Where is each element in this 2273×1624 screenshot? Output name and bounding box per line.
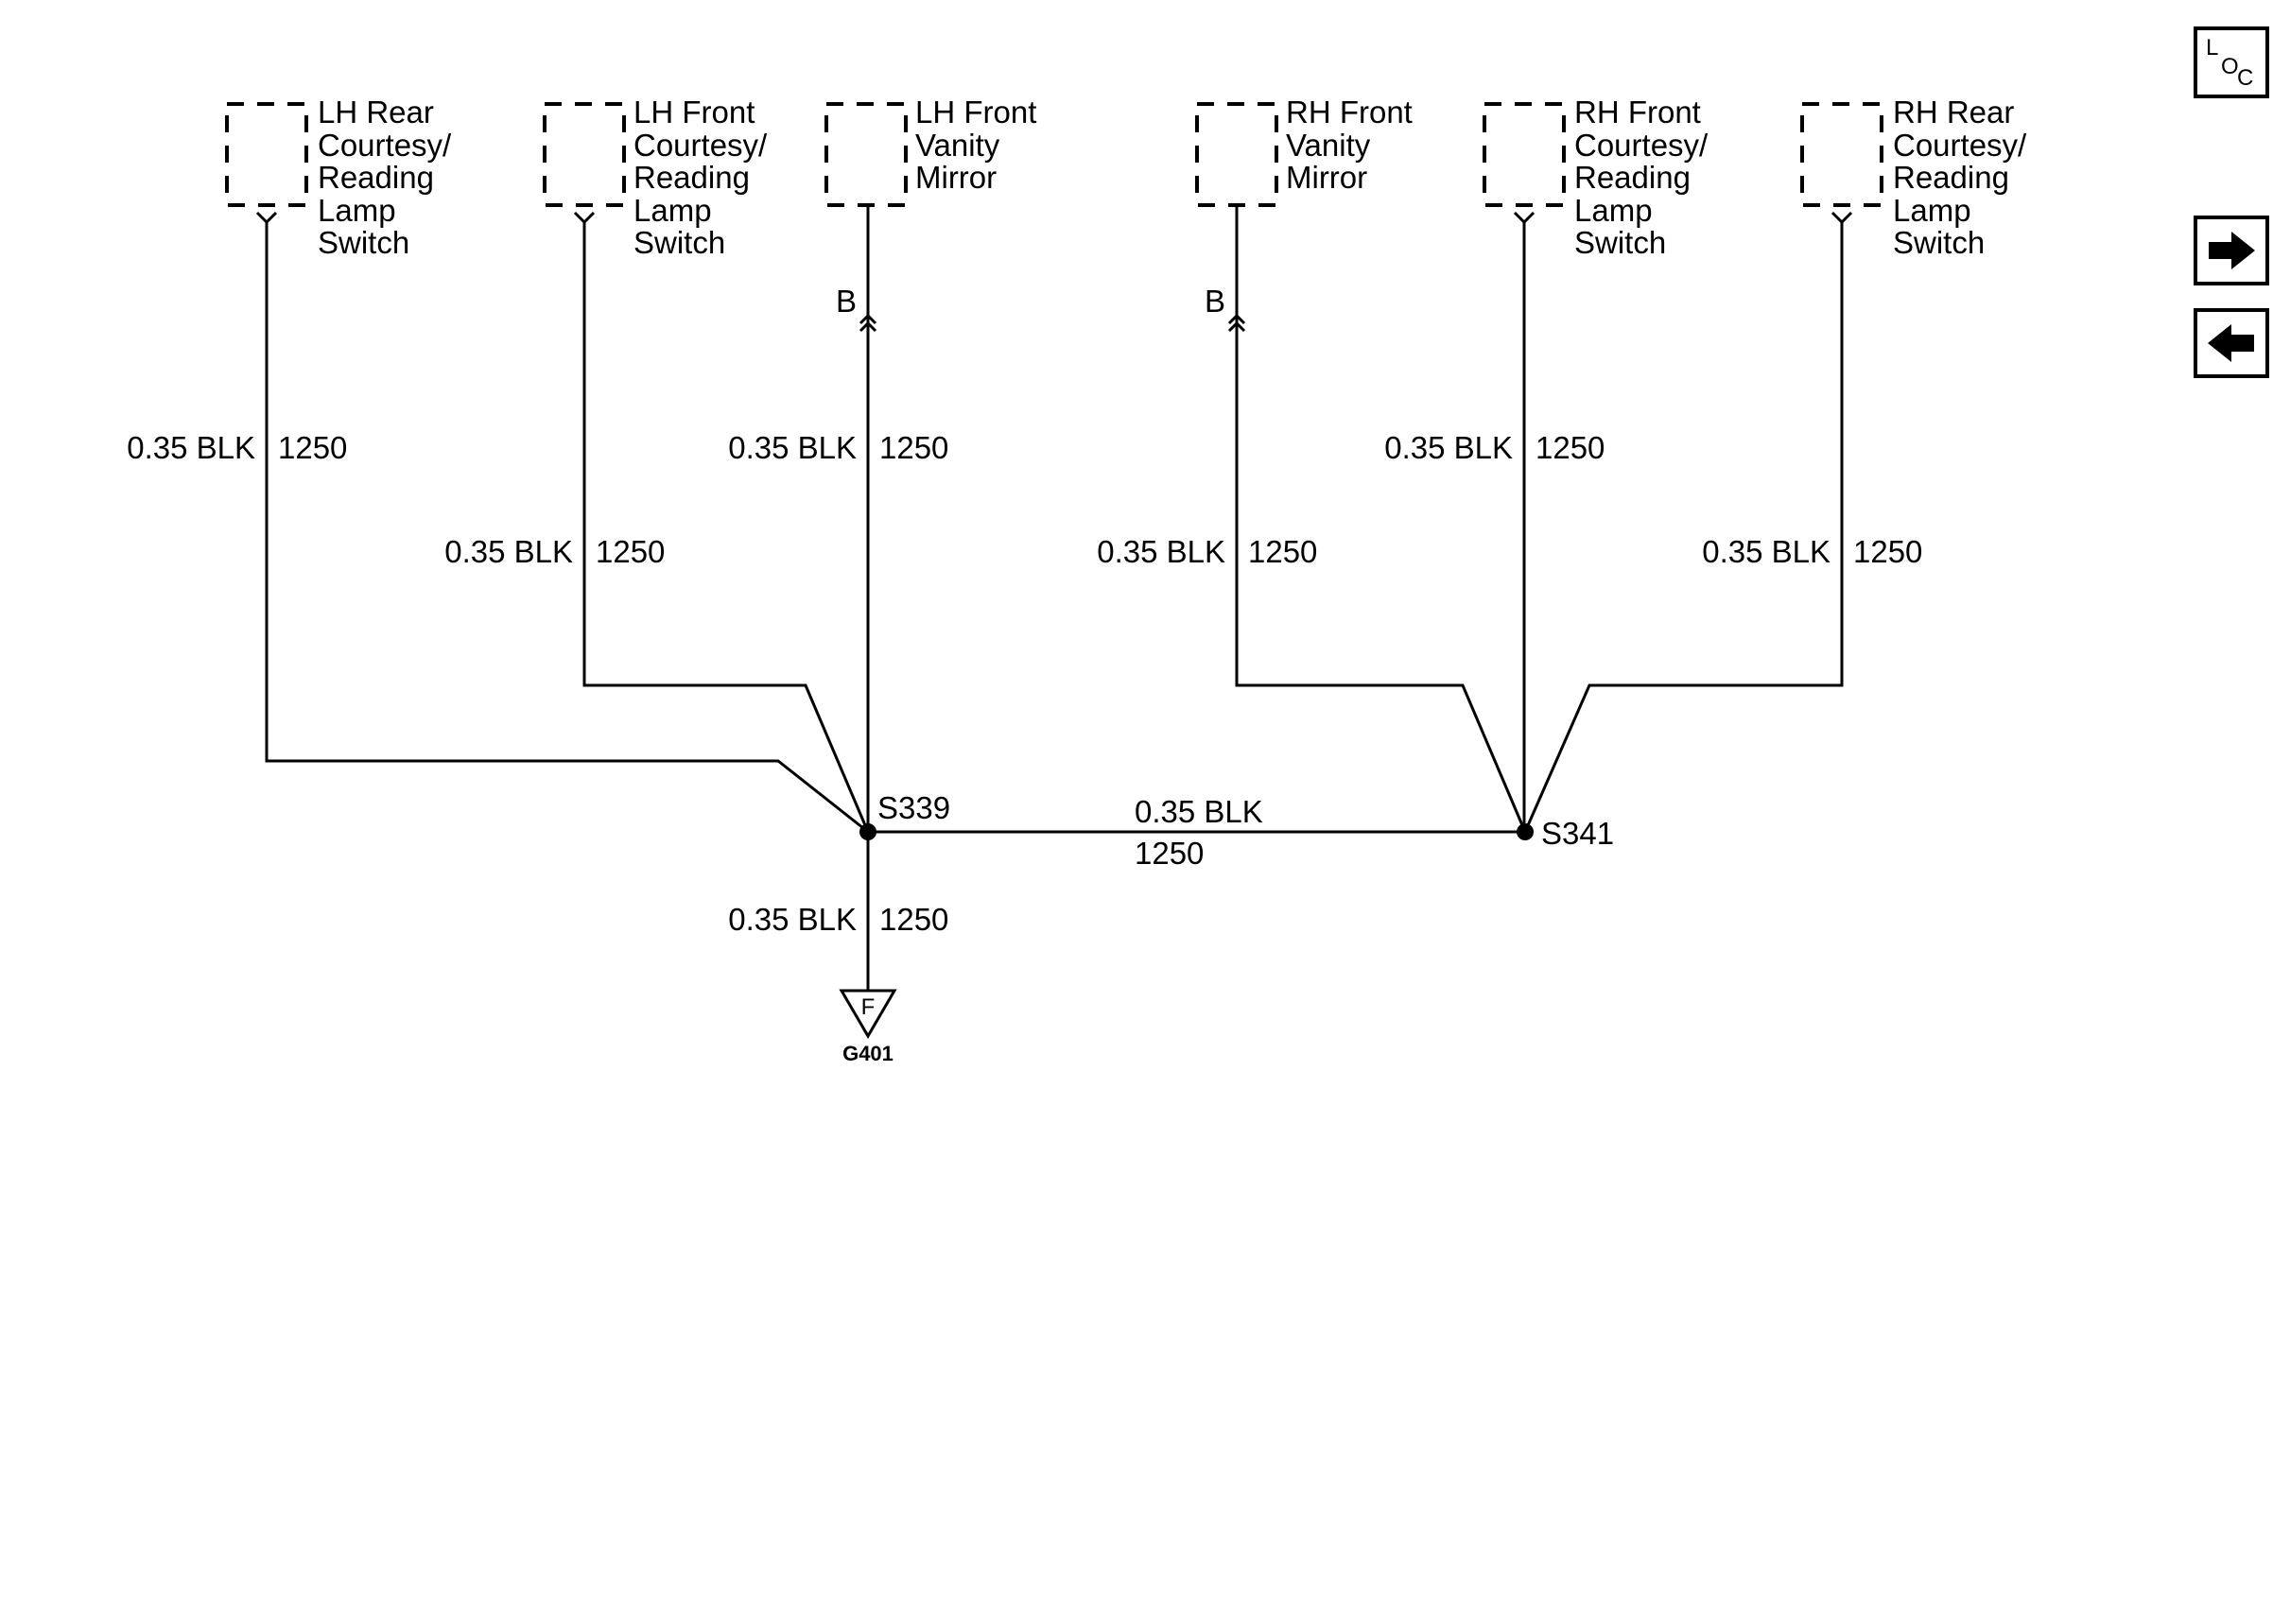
wire-label-lh-rear: 0.35 BLK 1250 (127, 430, 347, 465)
component-label-line: Courtesy/ (633, 128, 768, 163)
loc-icon-o: O (2221, 54, 2239, 79)
component-label-line: Lamp (633, 193, 712, 228)
gauge-color-label: 0.35 BLK (728, 902, 857, 937)
splice-s341: S341 (1517, 816, 1614, 851)
wire-label-rh-front: 0.35 BLK 1250 (1384, 430, 1605, 465)
ground-name-label: G401 (842, 1042, 894, 1065)
loc-icon-l: L (2206, 35, 2218, 60)
component-label-line: LH Front (633, 95, 755, 130)
ground-pin-label: F (861, 994, 876, 1020)
circuit-label: 1250 (879, 430, 948, 465)
component-label-line: RH Rear (1893, 95, 2014, 130)
component-label-line: Reading (318, 160, 434, 195)
circuit-label: 1250 (879, 902, 948, 937)
circuit-label: 1250 (596, 534, 665, 569)
rh-front-vanity-mirror: RH Front Vanity Mirror (1195, 95, 1413, 207)
wire-rh-mirror (1235, 205, 1527, 833)
wire-rh-rear (1523, 222, 1844, 833)
gauge-color-label: 0.35 BLK (1702, 534, 1831, 569)
wire-label-lh-front: 0.35 BLK 1250 (444, 534, 665, 569)
component-label-line: Lamp (1893, 193, 1971, 228)
wire-label-rh-rear: 0.35 BLK 1250 (1702, 534, 1922, 569)
rh-front-switch: RH Front Courtesy/ Reading Lamp Switch (1483, 95, 1709, 260)
gauge-color-label: 0.35 BLK (1097, 534, 1225, 569)
component-label-line: LH Rear (318, 95, 434, 130)
component-label-line: Courtesy/ (1893, 128, 2027, 163)
prev-page-button[interactable] (2194, 308, 2269, 378)
gauge-color-label: 0.35 BLK (728, 430, 857, 465)
component-label-line: Courtesy/ (1574, 128, 1709, 163)
lh-rear-switch: LH Rear Courtesy/ Reading Lamp Switch (225, 95, 452, 260)
wire-label-splice-link: 0.35 BLK 1250 (1135, 794, 1263, 871)
gauge-color-label: 0.35 BLK (1384, 430, 1513, 465)
component-label-line: Lamp (1574, 193, 1653, 228)
circuit-label: 1250 (278, 430, 347, 465)
wire-label-ground: 0.35 BLK 1250 (728, 902, 948, 937)
gauge-color-label: 0.35 BLK (1135, 794, 1263, 829)
component-label-line: Reading (1893, 160, 2009, 195)
connector-rh-mirror: B (1205, 284, 1246, 333)
gauge-color-label: 0.35 BLK (444, 534, 573, 569)
component-label-line: Switch (1574, 225, 1666, 260)
splice-label: S341 (1541, 816, 1614, 851)
component-label-line: Reading (1574, 160, 1691, 195)
wire-lh-rear (265, 222, 869, 834)
splice-label: S339 (877, 790, 950, 825)
component-label-line: Switch (1893, 225, 1985, 260)
component-label-line: Courtesy/ (318, 128, 452, 163)
circuit-label: 1250 (1248, 534, 1317, 569)
ground-g401: F G401 (839, 989, 897, 1065)
component-label-line: Mirror (1286, 160, 1367, 195)
circuit-label: 1250 (1536, 430, 1605, 465)
connector-pin-label: B (836, 284, 857, 319)
splice-s339: S339 (859, 790, 950, 840)
component-label-line: RH Front (1286, 95, 1413, 130)
wire-label-lh-mirror: 0.35 BLK 1250 (728, 430, 948, 465)
circuit-label: 1250 (1135, 836, 1204, 871)
gauge-color-label: 0.35 BLK (127, 430, 255, 465)
circuit-label: 1250 (1853, 534, 1922, 569)
component-label-line: Lamp (318, 193, 396, 228)
wire-lh-front (582, 222, 870, 833)
connector-lh-mirror: B (836, 284, 877, 333)
connector-pin-label: B (1205, 284, 1225, 319)
lh-front-vanity-mirror: LH Front Vanity Mirror (824, 95, 1036, 207)
component-label-line: Reading (633, 160, 750, 195)
component-label-line: Mirror (915, 160, 997, 195)
loc-icon-c: C (2237, 65, 2253, 91)
wire-label-rh-mirror: 0.35 BLK 1250 (1097, 534, 1317, 569)
next-page-button[interactable] (2194, 216, 2269, 285)
rh-rear-switch: RH Rear Courtesy/ Reading Lamp Switch (1800, 95, 2027, 260)
lh-front-switch: LH Front Courtesy/ Reading Lamp Switch (543, 95, 768, 260)
left-arrow-icon (2208, 324, 2254, 362)
component-label-line: Switch (633, 225, 725, 260)
component-label-line: Vanity (915, 128, 1000, 163)
component-label-line: Vanity (1286, 128, 1371, 163)
component-label-line: LH Front (915, 95, 1036, 130)
loc-button[interactable]: L O C (2194, 26, 2269, 98)
component-label-line: RH Front (1574, 95, 1701, 130)
right-arrow-icon (2209, 232, 2255, 269)
component-label-line: Switch (318, 225, 409, 260)
